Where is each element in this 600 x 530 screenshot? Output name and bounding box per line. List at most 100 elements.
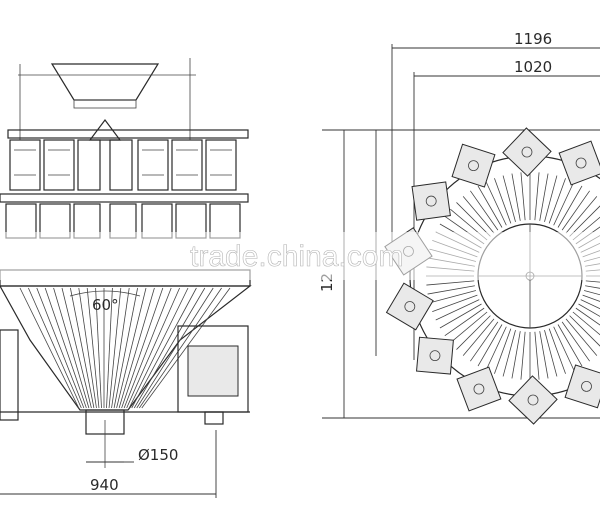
chute-hatch-line <box>136 287 214 409</box>
rosette-spoke <box>575 307 600 326</box>
rosette-spoke <box>565 196 598 234</box>
rosette-spoke <box>432 294 478 312</box>
rosette-spoke <box>583 290 600 296</box>
chute-hatch-line <box>118 287 155 409</box>
rosette-spoke <box>569 315 600 347</box>
rosette-spoke <box>553 181 575 226</box>
rosette-spoke <box>578 303 600 317</box>
cone-angle-label: 60° <box>92 296 119 314</box>
weigh-hopper <box>508 375 558 425</box>
rosette-spoke <box>548 178 566 224</box>
top-width-label: 1196 <box>514 30 552 48</box>
chute-hatch-line <box>121 287 164 409</box>
width-label: 940 <box>90 476 119 494</box>
chute-hatch-line <box>128 287 189 409</box>
rosette-spoke <box>444 307 485 336</box>
rosette-spoke <box>429 290 477 304</box>
chute-hatch-line <box>108 287 122 409</box>
rosette-spoke <box>502 175 516 223</box>
angle-arc <box>69 290 141 297</box>
hopper-sensor <box>575 157 587 169</box>
inner-width-label: 1020 <box>514 58 552 76</box>
rosette-spoke <box>439 303 482 329</box>
rosette-spoke <box>534 331 540 380</box>
lower-hopper-bank <box>0 193 249 239</box>
front-view <box>0 58 252 468</box>
hopper-sensor <box>581 380 592 392</box>
weigh-hopper <box>451 143 496 188</box>
watermark-band <box>0 232 600 280</box>
rosette-spoke <box>561 190 590 231</box>
chute-hatch-line <box>53 287 90 409</box>
rosette-spoke <box>426 280 475 286</box>
chute-hatch-line <box>95 287 102 409</box>
chute-hatch-line <box>78 287 97 409</box>
rosette-spoke <box>485 181 507 226</box>
chute-hatch-line <box>61 287 92 409</box>
chute-hatch-line <box>70 287 95 409</box>
rosette-spoke <box>569 205 600 237</box>
rosette-spoke <box>477 185 503 228</box>
feed-cone <box>50 63 160 101</box>
chute-hatch-line <box>36 287 85 409</box>
weigh-hopper <box>564 364 600 409</box>
weigh-hopper <box>558 140 600 186</box>
chute-hatch-line <box>126 287 180 409</box>
rosette-spoke <box>511 331 521 379</box>
top-view: 1196 1020 12 <box>318 30 600 425</box>
rosette-spoke <box>494 328 512 374</box>
rosette-spoke <box>462 318 495 356</box>
rosette-spoke <box>450 311 488 344</box>
chute-hatch-line <box>86 287 100 409</box>
control-screen <box>187 345 239 397</box>
weigh-hopper <box>411 181 451 221</box>
chute-hatch-line <box>28 287 82 409</box>
hopper-sensor <box>527 394 539 406</box>
feed-cone-base <box>73 99 137 109</box>
rosette-spoke <box>470 321 499 362</box>
weigh-hopper <box>502 127 552 177</box>
front-dimensions: 940 Ø150 60° <box>0 296 217 498</box>
hopper-sensor <box>473 383 485 395</box>
frame-leg-left <box>0 329 19 421</box>
rosette-spoke <box>456 315 491 350</box>
rosette-spoke <box>477 324 503 367</box>
rosette-spoke <box>565 318 598 356</box>
hopper-sensor <box>425 195 437 207</box>
weigh-hopper <box>385 282 434 331</box>
rosette-spoke <box>456 202 491 237</box>
rosette-spoke <box>548 328 566 374</box>
rosette-spoke <box>561 321 590 362</box>
rosette-spoke <box>494 178 512 224</box>
hopper-sensor <box>404 301 416 312</box>
chute-hatch-line <box>106 287 113 409</box>
rosette-spoke <box>572 311 600 336</box>
rosette-spoke <box>435 299 480 321</box>
chute-hatch-line <box>113 287 138 409</box>
rosette-spoke <box>557 324 583 367</box>
control-box-foot <box>204 411 224 425</box>
rosette-spoke <box>553 326 575 371</box>
rosette-spoke <box>580 299 600 310</box>
chute-hatch-line <box>111 287 130 409</box>
discharge-chute <box>0 285 252 411</box>
rosette-spoke <box>585 285 600 289</box>
upper-hopper-bank <box>7 129 249 191</box>
hopper-sensor <box>429 350 441 362</box>
rosette-spoke <box>462 196 495 234</box>
rosette-spoke <box>520 331 526 380</box>
chute-hatch-line <box>133 287 206 409</box>
rosette-spoke <box>582 294 600 302</box>
hopper-sensor <box>468 160 479 172</box>
rosette-spoke <box>539 331 549 379</box>
rosette-spoke <box>427 285 475 295</box>
chute-hatch-line <box>131 287 197 409</box>
rosette-spoke <box>544 175 558 223</box>
outlet-diameter-label: Ø150 <box>138 446 178 464</box>
weigh-hopper <box>416 336 454 375</box>
rosette-spoke <box>502 329 516 377</box>
watermark-text: trade.china.com <box>190 240 403 273</box>
chute-hatch-line <box>116 287 147 409</box>
rosette-spoke <box>539 173 549 221</box>
